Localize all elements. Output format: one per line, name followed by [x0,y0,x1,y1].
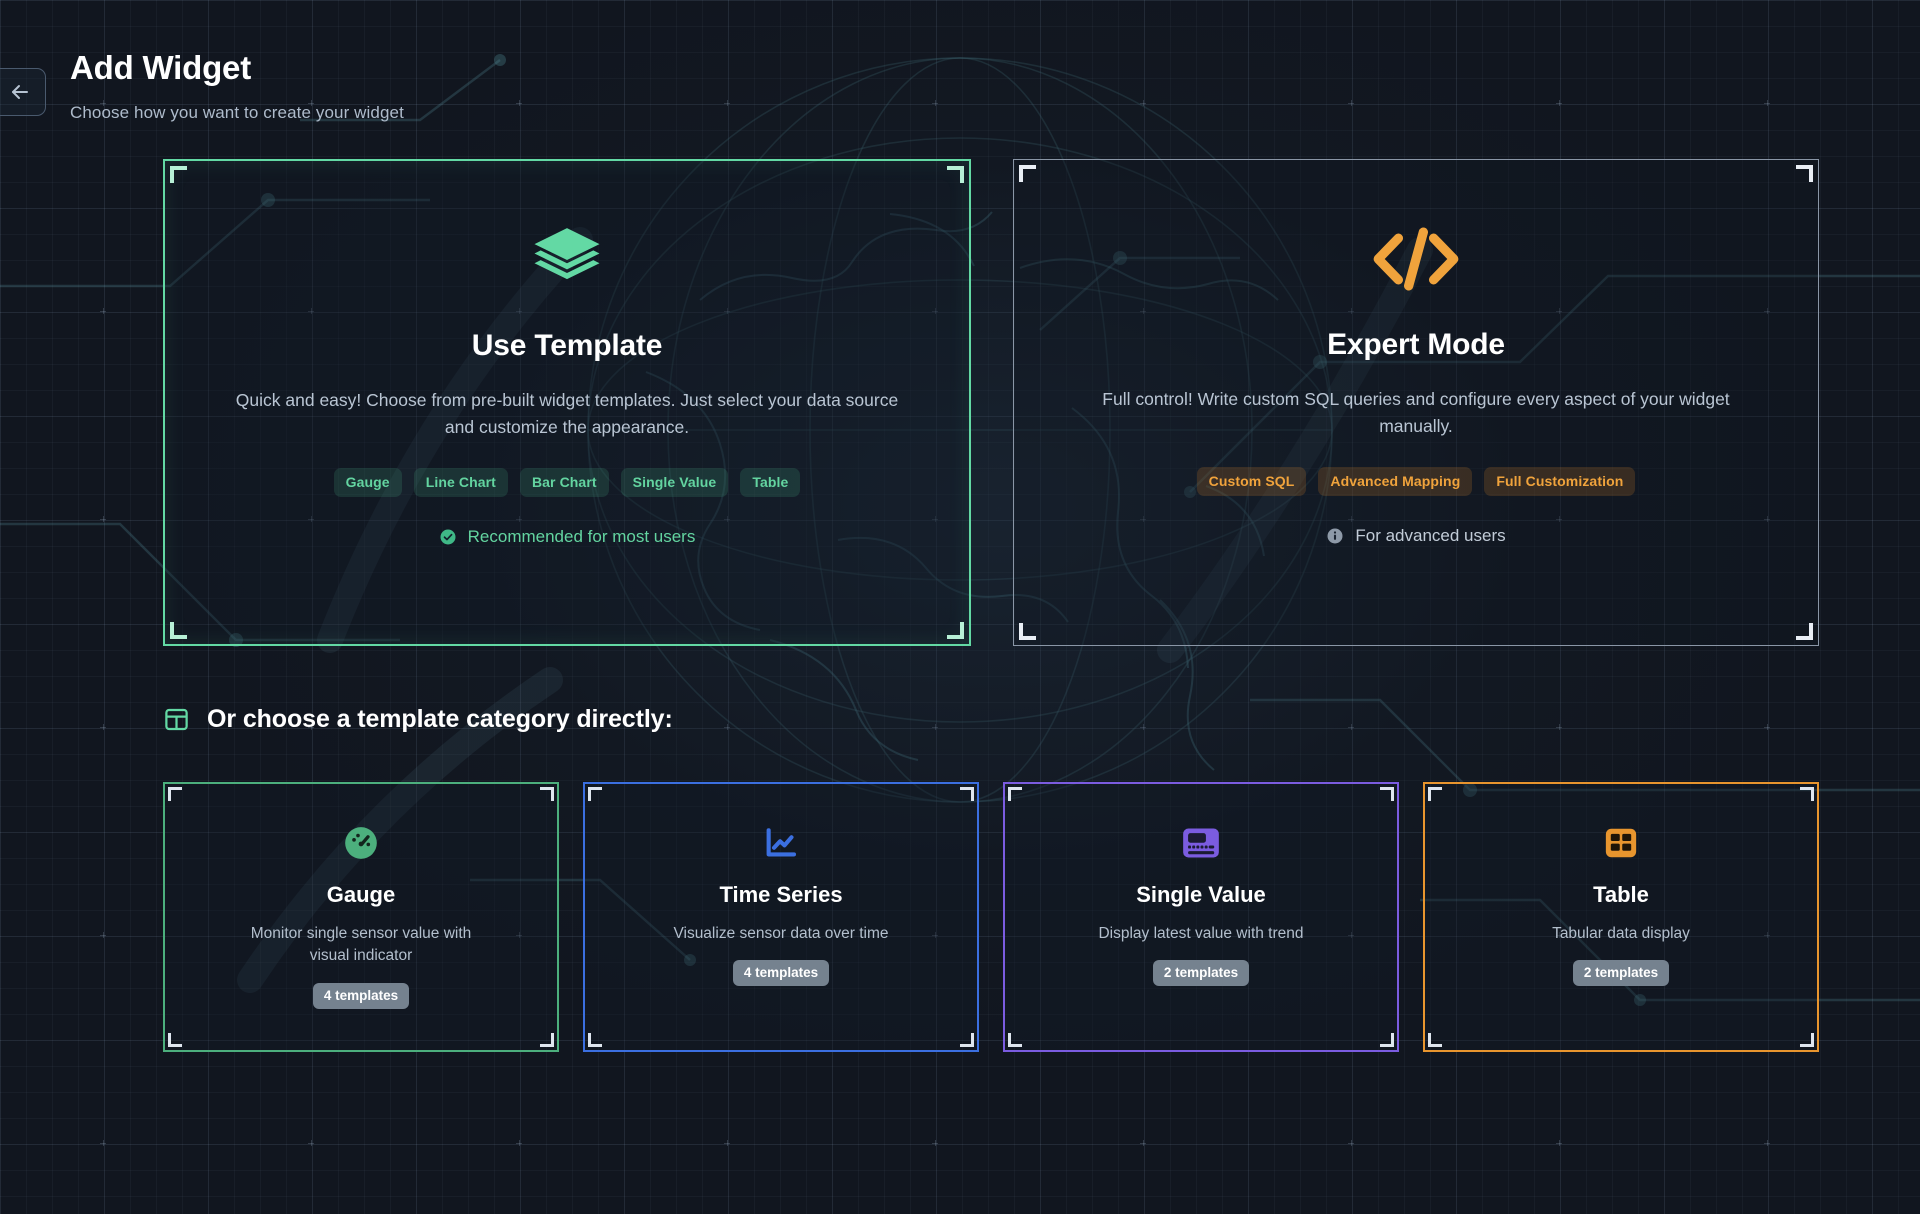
gauge-icon [342,823,380,863]
category-template-count-badge: 2 templates [1572,960,1670,987]
mode-description: Full control! Write custom SQL queries a… [1102,389,1730,436]
mode-title: Use Template [471,329,663,362]
mode-footnote: Recommended for most users [439,527,696,547]
corner-bracket-top-left [588,787,602,801]
mode-footnote-label: Recommended for most users [467,527,696,547]
mode-footnote-label: For advanced users [1355,526,1506,546]
corner-bracket-bottom-left [1019,623,1036,640]
category-description: Tabular data display [1552,925,1690,942]
category-title: Single Value [1136,882,1266,907]
page-subtitle: Choose how you want to create your widge… [70,103,404,122]
layers-icon [528,219,606,301]
page-title: Add Widget [70,49,251,86]
mode-pill: Bar Chart [519,468,609,498]
mode-card-expert-mode[interactable]: Expert Mode Full control! Write custom S… [1013,159,1819,646]
corner-bracket-bottom-right [1380,1033,1394,1047]
corner-bracket-top-right [1800,787,1814,801]
corner-bracket-bottom-right [960,1033,974,1047]
corner-bracket-bottom-left [170,622,187,639]
corner-bracket-top-right [1796,165,1813,182]
corner-bracket-bottom-left [588,1033,602,1047]
page-header: Add Widget Choose how you want to create… [0,0,1920,150]
category-title: Time Series [719,882,843,907]
mode-pill: Advanced Mapping [1318,467,1473,497]
category-template-count-badge: 4 templates [312,982,410,1009]
category-card-single-value[interactable]: Single Value Display latest value with t… [1003,782,1399,1052]
category-template-count-badge: 2 templates [1152,960,1250,987]
mode-pill-row: Gauge Line Chart Bar Chart Single Value … [333,468,801,498]
category-card-time-series[interactable]: Time Series Visualize sensor data over t… [583,782,979,1052]
corner-bracket-top-right [1380,787,1394,801]
back-button[interactable] [0,68,46,116]
mode-pill: Full Customization [1484,467,1636,497]
corner-bracket-top-left [168,787,182,801]
arrow-left-icon [8,80,32,104]
category-description: Visualize sensor data over time [673,925,889,942]
mode-description: Quick and easy! Choose from pre-built wi… [235,390,899,437]
category-cards-row: Gauge Monitor single sensor value with v… [163,782,1819,1052]
corner-bracket-top-left [1008,787,1022,801]
mode-pill: Gauge [333,468,402,498]
corner-bracket-bottom-left [168,1033,182,1047]
category-template-count-badge: 4 templates [732,960,830,987]
corner-bracket-top-left [170,166,187,183]
mode-pill: Custom SQL [1196,467,1307,497]
grid-table-icon [163,706,190,733]
corner-bracket-top-right [540,787,554,801]
info-circle-icon [1326,527,1344,545]
mode-card-use-template[interactable]: Use Template Quick and easy! Choose from… [163,159,971,646]
mode-cards-row: Use Template Quick and easy! Choose from… [163,159,1819,646]
category-description: Display latest value with trend [1098,925,1304,942]
mode-pill: Single Value [620,468,729,498]
code-brackets-icon [1368,218,1464,300]
category-section-heading: Or choose a template category directly: [163,705,673,734]
corner-bracket-bottom-right [1800,1033,1814,1047]
corner-bracket-top-right [947,166,964,183]
corner-bracket-bottom-right [1796,623,1813,640]
mode-pill-row: Custom SQL Advanced Mapping Full Customi… [1196,467,1636,497]
line-chart-icon [762,823,800,863]
category-title: Table [1593,882,1649,907]
corner-bracket-top-left [1428,787,1442,801]
check-circle-icon [439,528,457,546]
category-card-gauge[interactable]: Gauge Monitor single sensor value with v… [163,782,559,1052]
display-card-icon [1181,823,1221,863]
corner-bracket-bottom-left [1008,1033,1022,1047]
mode-pill: Table [740,468,801,498]
corner-bracket-bottom-right [540,1033,554,1047]
category-section-label: Or choose a template category directly: [207,705,673,733]
mode-title: Expert Mode [1327,328,1505,361]
corner-bracket-bottom-right [947,622,964,639]
category-title: Gauge [326,882,396,907]
corner-bracket-top-right [960,787,974,801]
mode-pill: Line Chart [413,468,508,498]
corner-bracket-bottom-left [1428,1033,1442,1047]
mode-footnote: For advanced users [1326,526,1506,546]
category-card-table[interactable]: Table Tabular data display 2 templates [1423,782,1819,1052]
corner-bracket-top-left [1019,165,1036,182]
table-grid-icon [1602,823,1640,863]
category-description: Monitor single sensor value with visual … [250,925,472,965]
